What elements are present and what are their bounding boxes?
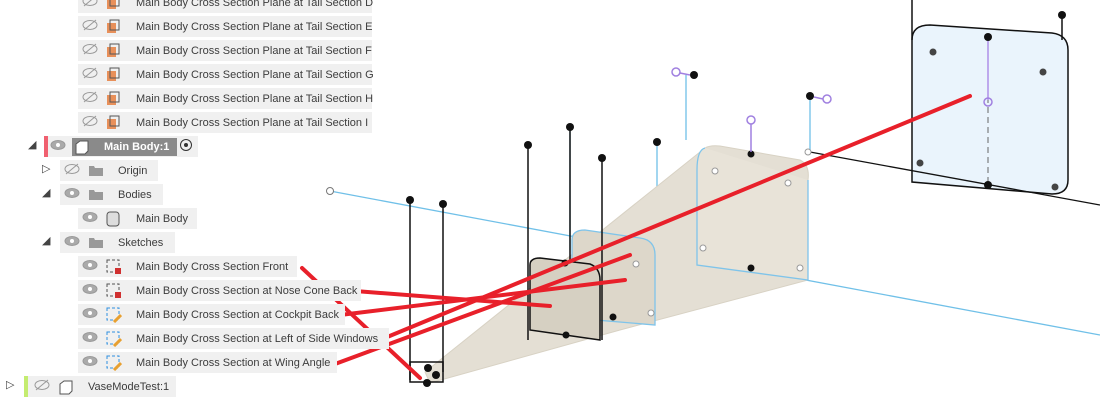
item-label: Main Body Cross Section Plane at Tail Se… [136,68,374,81]
component-main-body[interactable]: Main Body:1 [44,136,198,157]
eye-icon[interactable] [82,211,98,226]
red-annotation-lines [300,94,972,380]
component-vasemodetest[interactable]: VaseModeTest:1 [24,376,176,397]
item-label: Main Body [136,212,188,225]
plane-row[interactable]: Main Body Cross Section Plane at Tail Se… [78,40,372,61]
sketch-row[interactable]: Main Body Cross Section Front [78,256,297,277]
item-label: Main Body Cross Section Plane at Tail Se… [136,92,374,105]
eye-icon[interactable] [82,259,98,274]
collapse-arrow-icon[interactable]: ◢ [28,139,37,151]
item-label: Main Body Cross Section at Wing Angle [136,356,331,369]
eye-icon[interactable] [50,139,66,154]
item-label: Main Body Cross Section at Nose Cone Bac… [136,284,358,297]
edit-sketch-icon [106,307,123,324]
eye-icon[interactable] [64,235,80,250]
eye-icon[interactable] [82,283,98,298]
component-color-bar [44,136,48,157]
folder-icon [88,163,104,178]
eye-hidden-icon[interactable] [82,43,98,58]
eye-hidden-icon[interactable] [64,163,80,178]
plane-row[interactable]: Main Body Cross Section Plane at Tail Se… [78,0,374,13]
body-icon [106,211,122,227]
item-label: VaseModeTest:1 [88,380,170,393]
eye-icon[interactable] [82,355,98,370]
eye-icon[interactable] [82,331,98,346]
plane-row[interactable]: Main Body Cross Section Plane at Tail Se… [78,112,372,133]
item-label: Origin [118,164,148,177]
folder-icon [88,187,104,202]
item-label: Main Body Cross Section Plane at Tail Se… [136,0,374,9]
item-label: Main Body Cross Section Plane at Tail Se… [136,44,372,57]
item-label: Main Body Cross Section at Cockpit Back [136,308,339,321]
plane-row[interactable]: Main Body Cross Section Plane at Tail Se… [78,16,372,37]
component-icon [74,139,90,155]
item-label: Sketches [118,236,164,249]
eye-icon[interactable] [64,187,80,202]
bodies-folder[interactable]: Bodies [60,184,163,205]
construction-plane-icon [106,67,122,82]
eye-hidden-icon[interactable] [82,19,98,34]
component-color-bar [24,376,28,397]
body-main-body[interactable]: Main Body [78,208,197,229]
sketches-folder[interactable]: Sketches [60,232,175,253]
expand-arrow-icon[interactable]: ▷ [6,379,15,391]
plane-row[interactable]: Main Body Cross Section Plane at Tail Se… [78,64,374,85]
construction-plane-icon [106,115,122,130]
edit-sketch-icon [106,331,123,348]
expand-arrow-icon[interactable]: ▷ [42,163,51,175]
item-label: Main Body Cross Section Plane at Tail Se… [136,116,369,129]
folder-icon [88,235,104,250]
item-label: Main Body:1 [72,137,178,156]
item-label: Main Body Cross Section Plane at Tail Se… [136,20,373,33]
eye-icon[interactable] [82,307,98,322]
origin-folder[interactable]: Origin [60,160,158,181]
eye-hidden-icon[interactable] [34,379,50,394]
eye-hidden-icon[interactable] [82,91,98,106]
item-label: Main Body Cross Section at Left of Side … [136,332,379,345]
constraint-glyphs [671,67,832,152]
item-label: Bodies [118,188,152,201]
locked-sketch-icon [106,259,122,274]
sketch-row[interactable]: Main Body Cross Section at Left of Side … [78,328,389,349]
plane-row[interactable]: Main Body Cross Section Plane at Tail Se… [78,88,374,109]
eye-hidden-icon[interactable] [82,0,98,10]
sketch-row[interactable]: Main Body Cross Section at Cockpit Back [78,304,345,325]
collapse-arrow-icon[interactable]: ◢ [42,235,51,247]
item-label: Main Body Cross Section Front [136,260,289,273]
component-icon [58,379,74,395]
locked-sketch-icon [106,283,122,298]
sketch-row[interactable]: Main Body Cross Section at Nose Cone Bac… [78,280,361,301]
tail-section-sketch [911,0,1069,195]
activate-component-radio[interactable] [180,139,192,151]
construction-plane-icon [106,43,122,58]
edit-sketch-icon [106,355,123,372]
eye-hidden-icon[interactable] [82,115,98,130]
eye-hidden-icon[interactable] [82,67,98,82]
collapse-arrow-icon[interactable]: ◢ [42,187,51,199]
construction-plane-icon [106,19,122,34]
sketch-row[interactable]: Main Body Cross Section at Wing Angle [78,352,337,373]
construction-plane-icon [106,0,122,10]
construction-plane-icon [106,91,122,106]
